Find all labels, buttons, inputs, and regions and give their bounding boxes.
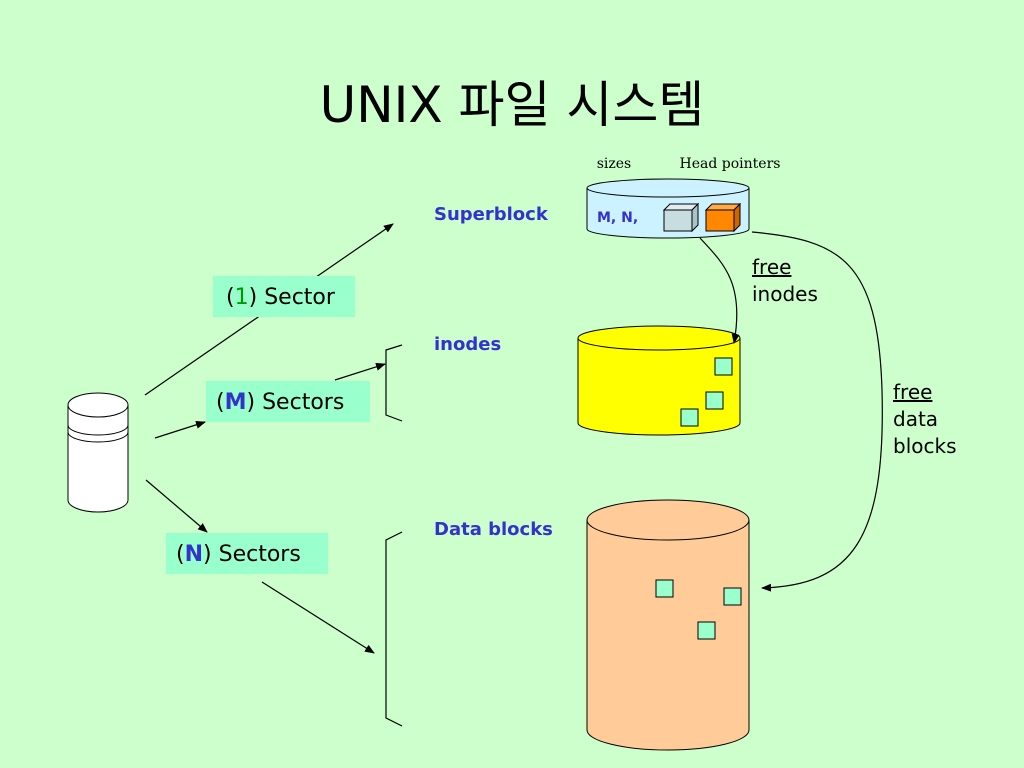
svg-text:free: free — [752, 255, 791, 279]
free-inode-square — [680, 408, 699, 427]
free-inodes-word: inodes — [752, 282, 818, 306]
data-blocks-brace — [385, 531, 403, 727]
sector-box-m-close: ) — [247, 390, 256, 415]
sector-box-1-count: 1 — [235, 285, 249, 310]
slide-title: UNIX 파일 시스템 — [320, 76, 705, 134]
svg-text:(N) Sectors: (N) Sectors — [176, 542, 301, 567]
arrow-n-sectors-to-data-blocks — [261, 581, 375, 654]
sector-box-1-word: Sector — [264, 285, 336, 310]
sector-box-m-word: Sectors — [262, 390, 344, 415]
inodes-label: inodes — [434, 334, 501, 355]
free-data-blocks-free-word: free — [893, 380, 932, 404]
inodes-cylinder — [577, 325, 741, 436]
superblock-fields-label: M, N, — [597, 210, 638, 226]
data-blocks-label: Data blocks — [434, 519, 553, 540]
sector-box-n-count: N — [185, 542, 203, 567]
svg-text:(M) Sectors: (M) Sectors — [216, 390, 344, 415]
sector-box-m: (M) Sectors — [206, 381, 370, 422]
free-data-blocks-blocks-word: blocks — [893, 434, 957, 458]
head-pointer-cube-icon — [704, 202, 742, 233]
head-pointers-header: Head pointers — [680, 156, 781, 172]
data-blocks-cylinder — [586, 499, 750, 751]
free-inodes-arrow — [699, 237, 740, 344]
sizes-header: sizes — [597, 156, 632, 172]
arrow-m-sectors-to-inodes — [334, 362, 386, 381]
sector-box-n-open: ( — [176, 542, 185, 567]
sector-box-n: (N) Sectors — [166, 533, 328, 574]
size-cube-icon — [662, 202, 700, 233]
sector-box-m-open: ( — [216, 390, 225, 415]
sector-box-n-word: Sectors — [219, 542, 301, 567]
sector-box-1: (1) Sector — [213, 276, 355, 317]
svg-text:free: free — [893, 380, 932, 404]
sector-box-m-count: M — [225, 390, 247, 415]
svg-text:(1) Sector: (1) Sector — [226, 285, 336, 310]
free-data-block-square — [697, 621, 716, 640]
free-inode-square — [705, 391, 724, 410]
free-data-block-square — [723, 587, 742, 606]
sector-box-1-close: ) — [249, 285, 258, 310]
free-inode-square — [714, 357, 733, 376]
free-data-blocks-arrow — [751, 231, 883, 592]
free-data-blocks-data-word: data — [893, 407, 938, 431]
free-inodes-free-word: free — [752, 255, 791, 279]
free-data-block-square — [655, 579, 674, 598]
superblock-label: Superblock — [434, 204, 549, 225]
arrow-disk-to-n-sectors — [145, 479, 208, 533]
sector-box-1-open: ( — [226, 285, 235, 310]
arrow-disk-to-m-sectors — [154, 420, 206, 439]
sector-box-n-close: ) — [203, 542, 212, 567]
inodes-brace — [385, 344, 403, 422]
disk-icon — [67, 392, 129, 513]
